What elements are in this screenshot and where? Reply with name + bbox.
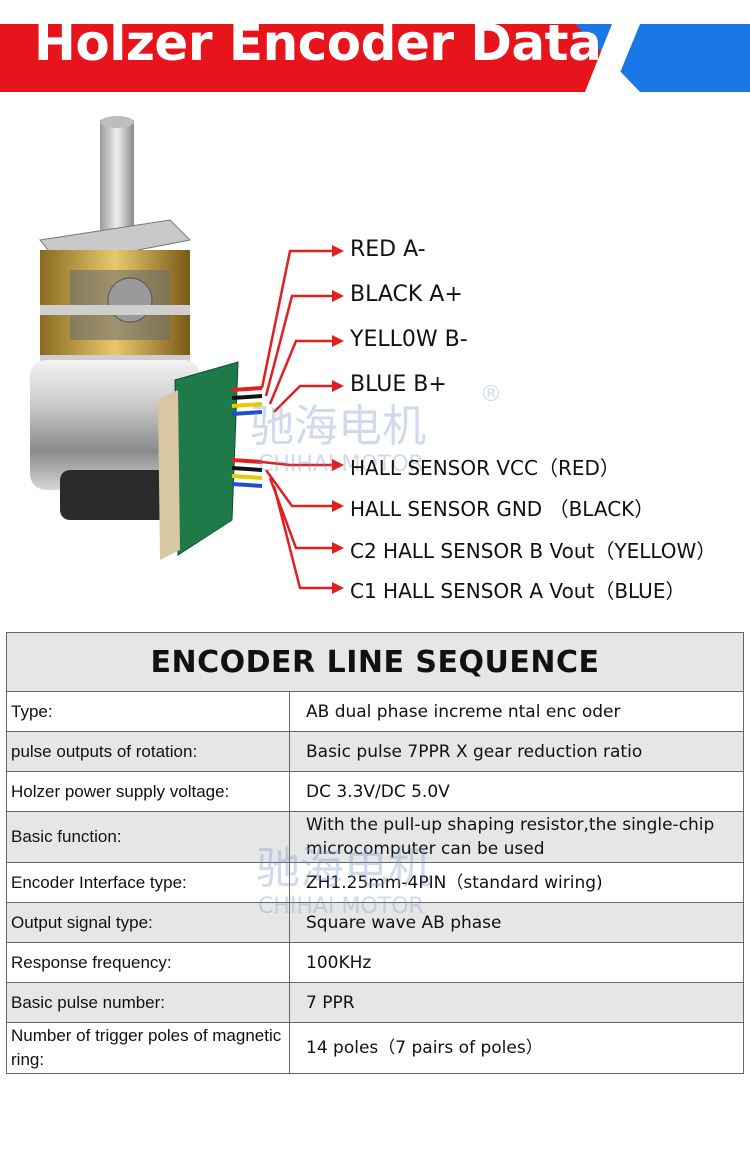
row-value: Square wave AB phase <box>289 902 744 943</box>
table-row: Encoder Interface type: ZH1.25mm-4PIN（st… <box>6 862 744 903</box>
row-value: AB dual phase increme ntal enc oder <box>289 691 744 732</box>
row-value: Basic pulse 7PPR X gear reduction ratio <box>289 731 744 772</box>
wire-label-yellow-b-minus: YELL0W B- <box>350 327 468 352</box>
row-value: ZH1.25mm-4PIN（standard wiring) <box>289 862 744 903</box>
banner-shape <box>0 24 750 92</box>
table-row: Type: AB dual phase increme ntal enc ode… <box>6 691 744 732</box>
table-row: Number of trigger poles of magnetic ring… <box>6 1022 744 1074</box>
header-banner: Holzer Encoder Data <box>0 0 750 92</box>
row-value: 100KHz <box>289 942 744 983</box>
table-row: Basic pulse number: 7 PPR <box>6 982 744 1023</box>
table-row: Response frequency: 100KHz <box>6 942 744 983</box>
row-label: Number of trigger poles of magnetic ring… <box>6 1022 290 1074</box>
gear-motor-illustration <box>30 116 344 594</box>
row-label: Output signal type: <box>6 902 290 943</box>
motor-product-image: 驰海电机 ® CHIHAI MOTOR RED A- BLACK A+ YELL… <box>0 100 750 620</box>
table-row: Output signal type: Square wave AB phase <box>6 902 744 943</box>
row-label: Type: <box>6 691 290 732</box>
table-row: pulse outputs of rotation: Basic pulse 7… <box>6 731 744 772</box>
encoder-spec-table: 驰海电机 CHIHAI MOTOR ENCODER LINE SEQUENCE … <box>6 632 744 1074</box>
wire-label-red-a-minus: RED A- <box>350 237 426 262</box>
row-label: Basic pulse number: <box>6 982 290 1023</box>
wire-label-hall-a-vout: C1 HALL SENSOR A Vout（BLUE） <box>350 579 686 603</box>
table-row: Holzer power supply voltage: DC 3.3V/DC … <box>6 771 744 812</box>
wire-label-hall-gnd: HALL SENSOR GND （BLACK） <box>350 497 655 521</box>
row-value: 14 poles（7 pairs of poles） <box>289 1022 744 1074</box>
row-label: Holzer power supply voltage: <box>6 771 290 812</box>
wire-label-hall-b-vout: C2 HALL SENSOR B Vout（YELLOW） <box>350 539 717 563</box>
table-title: ENCODER LINE SEQUENCE <box>6 632 744 692</box>
table-row: Basic function: With the pull-up shaping… <box>6 811 744 863</box>
row-value: With the pull-up shaping resistor,the si… <box>289 811 744 863</box>
wire-label-black-a-plus: BLACK A+ <box>350 282 463 307</box>
row-label: Encoder Interface type: <box>6 862 290 903</box>
row-label: pulse outputs of rotation: <box>6 731 290 772</box>
page-title: Holzer Encoder Data <box>34 14 602 72</box>
row-label: Basic function: <box>6 811 290 863</box>
wire-label-blue-b-plus: BLUE B+ <box>350 372 447 397</box>
row-value: 7 PPR <box>289 982 744 1023</box>
row-label: Response frequency: <box>6 942 290 983</box>
wire-label-hall-vcc: HALL SENSOR VCC（RED） <box>350 456 620 480</box>
row-value: DC 3.3V/DC 5.0V <box>289 771 744 812</box>
